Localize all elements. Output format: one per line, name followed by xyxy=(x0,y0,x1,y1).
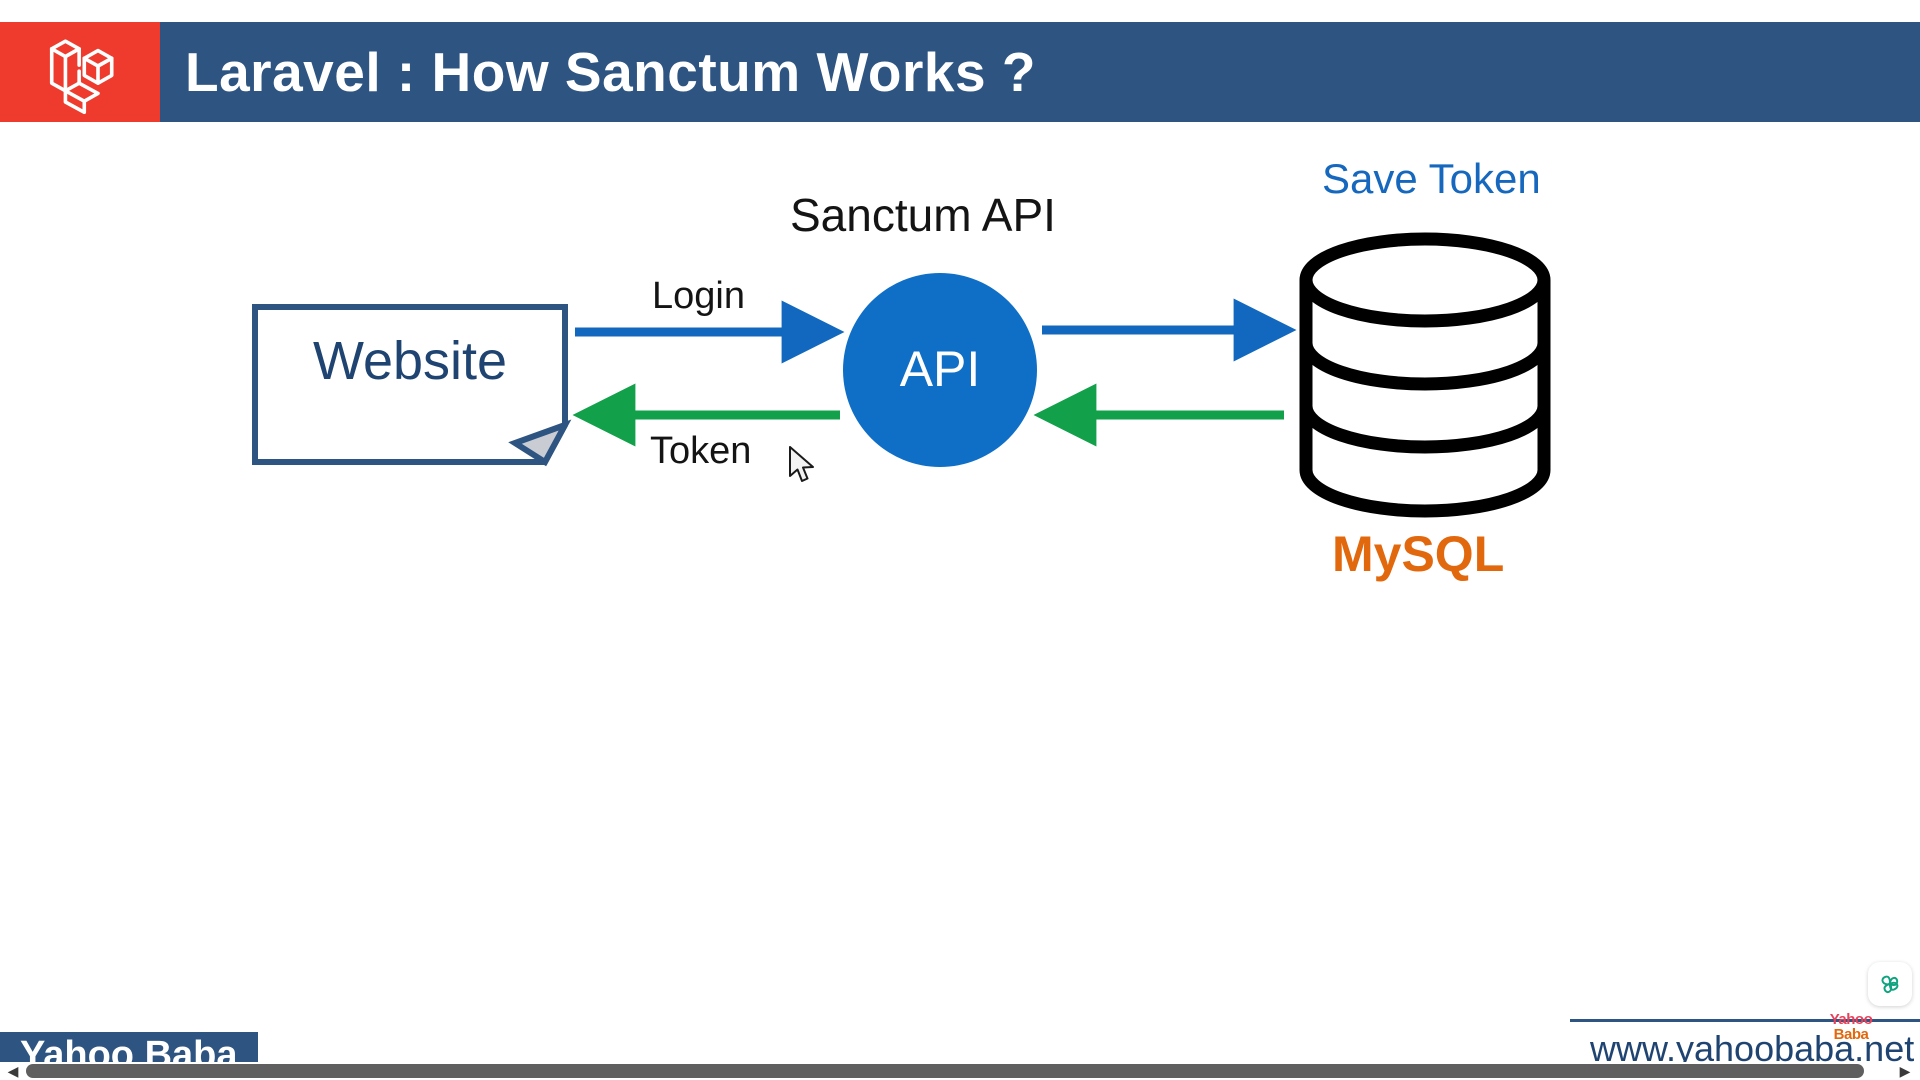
page-title: Laravel : How Sanctum Works ? xyxy=(185,41,1036,103)
laravel-logo-tile xyxy=(0,22,160,122)
database-node[interactable] xyxy=(1299,232,1551,518)
api-node[interactable] xyxy=(843,273,1037,467)
label-login-arrow: Login xyxy=(652,275,745,317)
label-mysql: MySQL xyxy=(1332,526,1505,582)
laravel-logo-icon xyxy=(37,30,123,114)
pinwheel-icon[interactable] xyxy=(1868,962,1912,1006)
yahoo-baba-watermark-icon: Yahoo Baba xyxy=(1818,1012,1884,1042)
watermark-bottom-text: Baba xyxy=(1833,1026,1869,1043)
arrow-cursor-icon xyxy=(788,446,818,491)
scrollbar-right-arrow-icon[interactable]: ▶ xyxy=(1899,1063,1911,1079)
watermark-top-text: Yahoo xyxy=(1829,1011,1873,1028)
label-token-arrow: Token xyxy=(650,430,752,472)
label-save-token: Save Token xyxy=(1322,155,1541,202)
horizontal-scrollbar-thumb[interactable] xyxy=(26,1064,1864,1078)
header-bar xyxy=(0,22,1920,122)
scrollbar-left-arrow-icon[interactable]: ◀ xyxy=(7,1063,19,1079)
label-sanctum-api: Sanctum API xyxy=(790,189,1056,241)
website-node[interactable] xyxy=(252,304,572,467)
footer-divider xyxy=(1570,1019,1920,1022)
label-api: API xyxy=(899,341,981,397)
label-website: Website xyxy=(312,331,508,391)
